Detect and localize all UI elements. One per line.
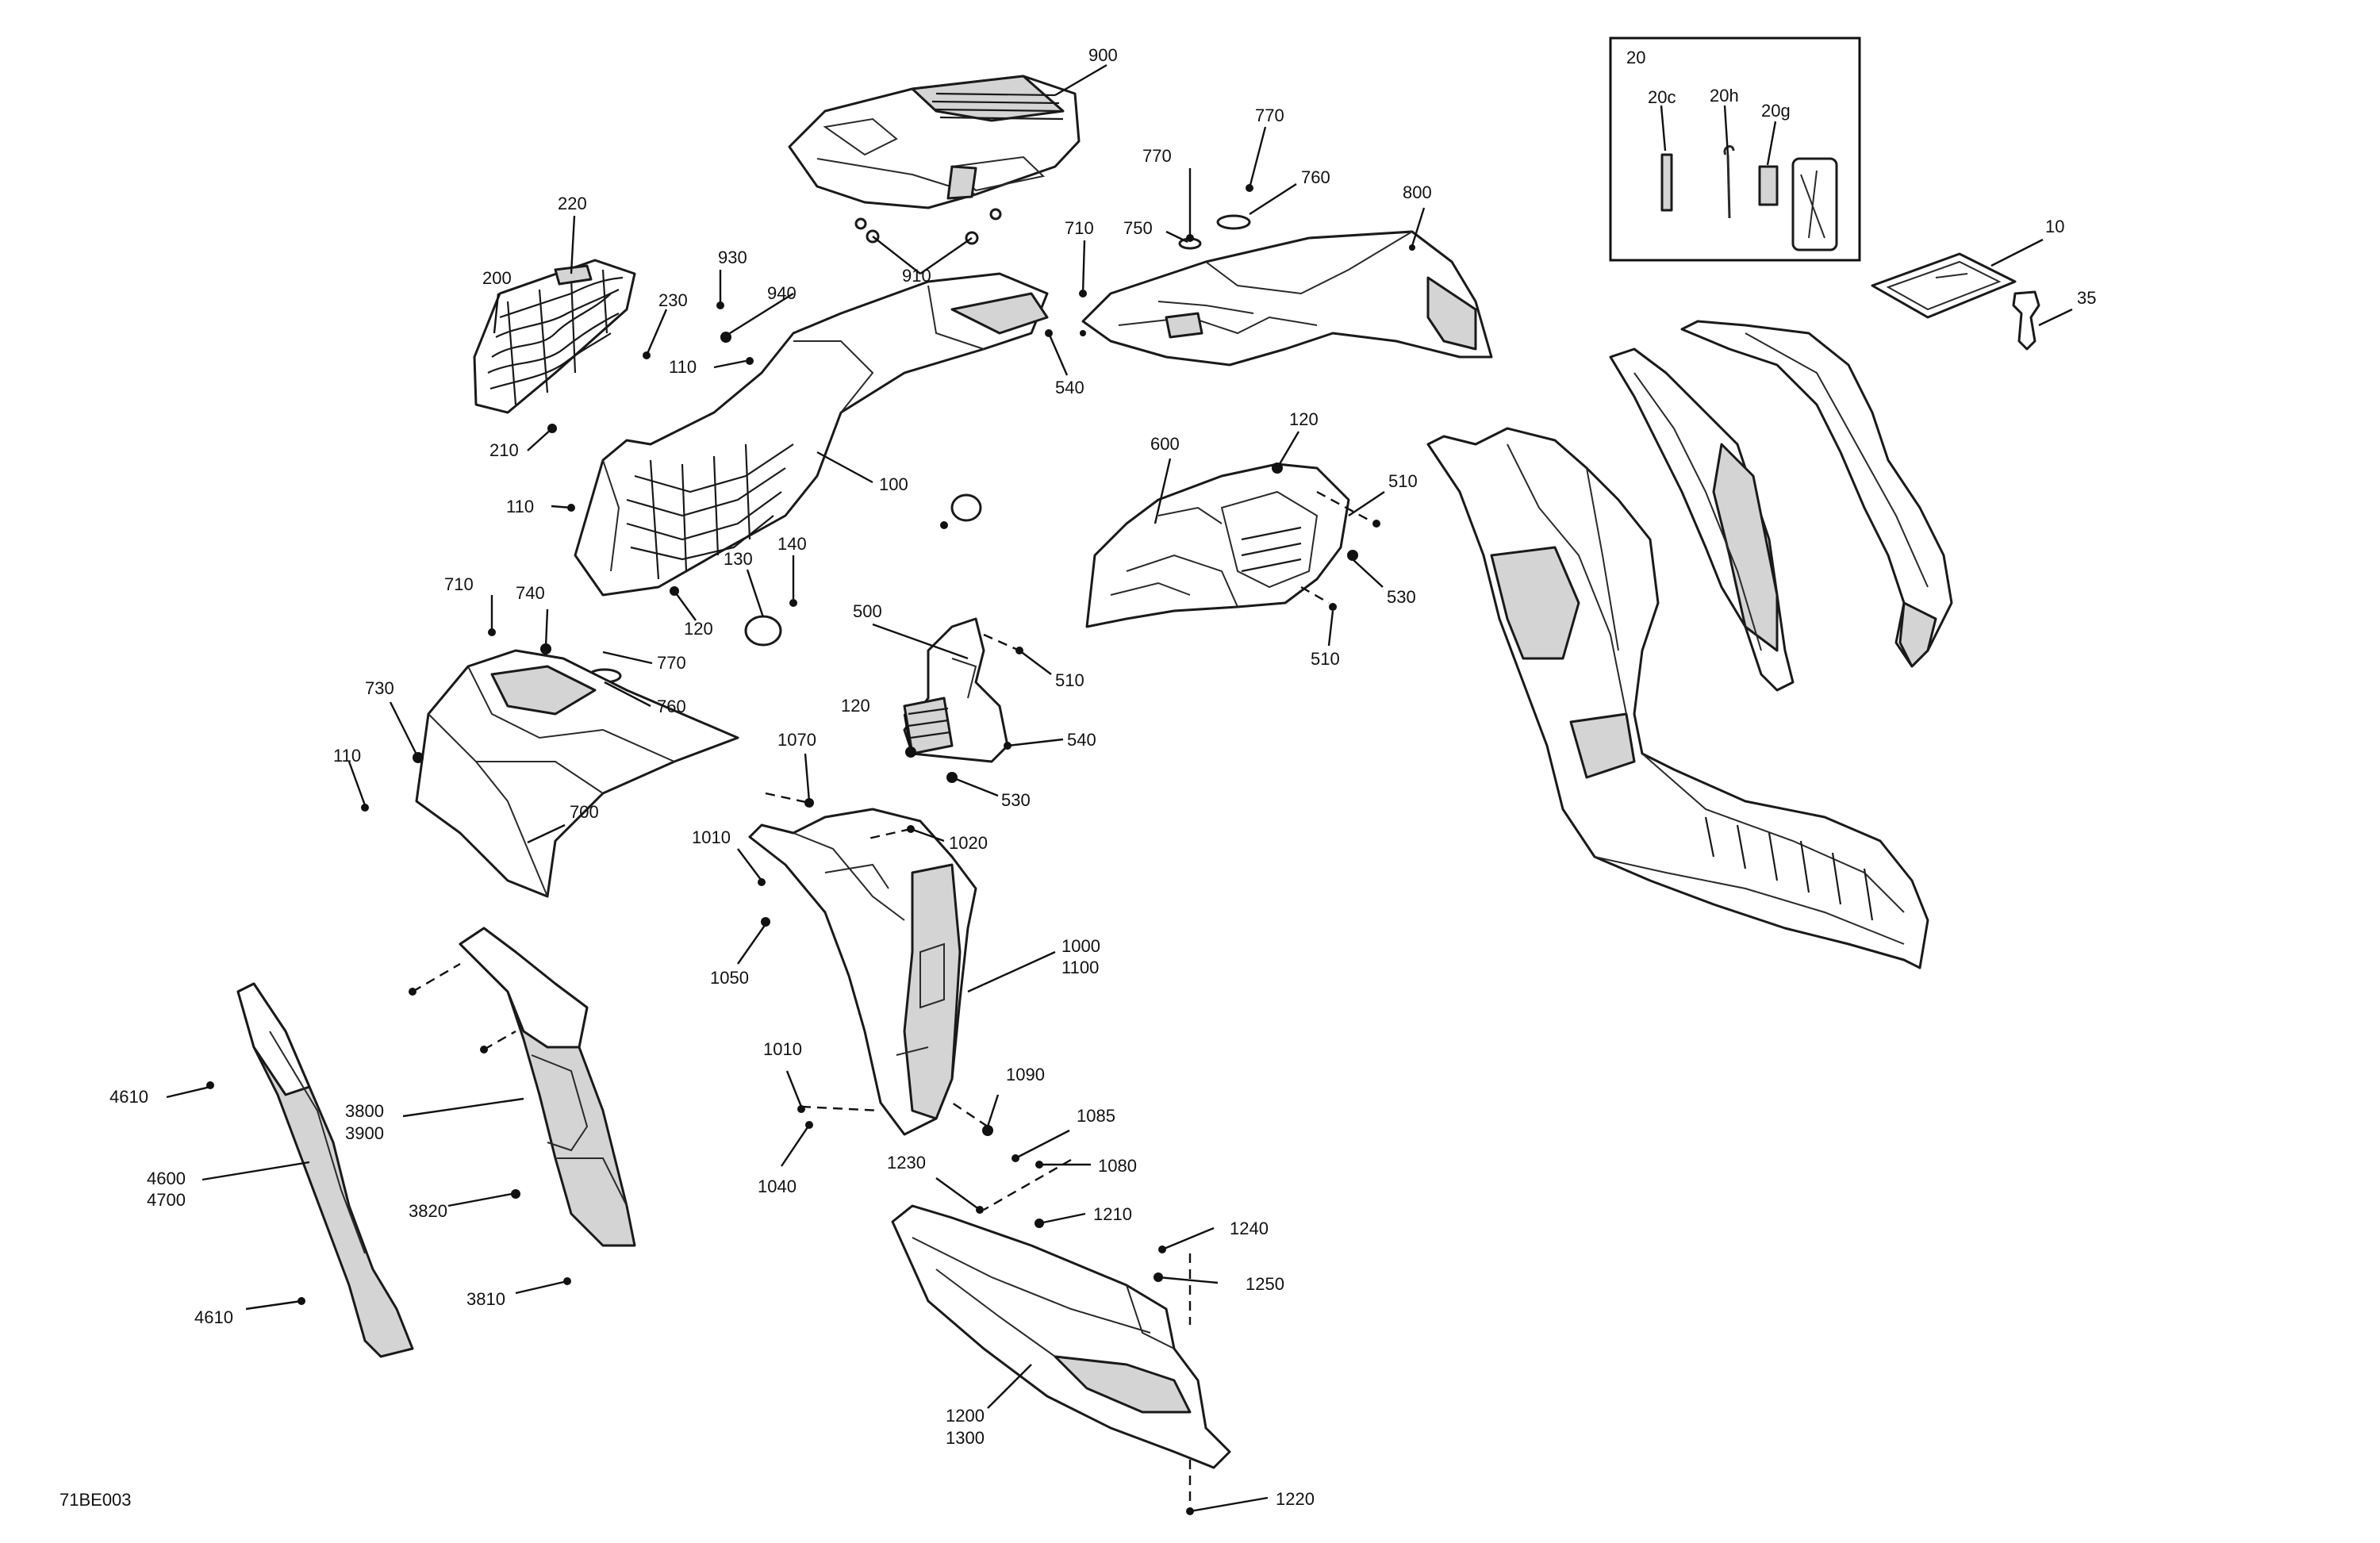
label-130: 130 [724, 549, 753, 569]
label-510-mid: 510 [1055, 670, 1084, 690]
part-200-front-grille [473, 259, 636, 414]
label-750: 750 [1123, 218, 1153, 238]
label-3820: 3820 [409, 1201, 447, 1221]
label-4610-upper: 4610 [109, 1087, 148, 1107]
label-3900: 3900 [345, 1123, 384, 1143]
drawing-code: 71BE003 [60, 1490, 132, 1510]
label-1010-lower: 1010 [763, 1039, 802, 1059]
label-1010-upper: 1010 [692, 827, 731, 847]
part-700-side-panel [415, 649, 739, 898]
part-600-rear-frame [1085, 463, 1350, 628]
label-20: 20 [1626, 48, 1645, 67]
label-510-lower: 510 [1311, 649, 1340, 669]
label-4600: 4600 [147, 1169, 186, 1188]
label-700: 700 [570, 802, 599, 822]
label-10: 10 [2045, 217, 2064, 236]
part-4600-side-rail [236, 982, 414, 1358]
label-1085: 1085 [1077, 1106, 1115, 1126]
label-1080: 1080 [1098, 1156, 1137, 1176]
tool-kit-box [1609, 36, 1861, 262]
label-710-left: 710 [444, 574, 474, 594]
label-710-top: 710 [1065, 218, 1094, 238]
label-20c: 20c [1648, 87, 1676, 107]
label-120-mid: 120 [841, 696, 870, 716]
label-910: 910 [902, 266, 931, 286]
part-3800-rear-pillar [459, 927, 636, 1247]
label-110-mid: 110 [506, 497, 534, 516]
label-770-left: 770 [657, 653, 686, 673]
label-900: 900 [1088, 45, 1118, 65]
label-1220: 1220 [1276, 1489, 1315, 1509]
part-500-bracket [903, 617, 1009, 763]
part-220-clip [554, 264, 593, 286]
label-4700: 4700 [147, 1190, 186, 1210]
label-120-right: 120 [1289, 409, 1319, 429]
label-20h: 20h [1710, 86, 1739, 106]
label-1230: 1230 [887, 1153, 926, 1173]
label-530-right: 530 [1387, 587, 1416, 607]
label-1100: 1100 [1061, 958, 1099, 977]
label-540-top: 540 [1055, 378, 1084, 397]
label-540-mid: 540 [1067, 730, 1096, 750]
label-35: 35 [2077, 288, 2096, 308]
label-800: 800 [1403, 182, 1432, 202]
part-100-front-fascia [574, 272, 1049, 597]
label-530-mid: 530 [1001, 790, 1031, 810]
label-1250: 1250 [1246, 1274, 1284, 1294]
label-1000: 1000 [1061, 936, 1100, 956]
part-20c-fuse [1660, 153, 1673, 212]
label-20g: 20g [1761, 101, 1791, 121]
label-1070: 1070 [777, 730, 816, 750]
label-1090: 1090 [1006, 1065, 1045, 1084]
assembly-dash-lines [412, 490, 1373, 1503]
part-35-wrench [2012, 290, 2040, 351]
part-800-rear-cover [1081, 230, 1493, 367]
tool-kit-pouch [1791, 157, 1838, 251]
label-770-top-left: 770 [1142, 146, 1172, 166]
label-100: 100 [879, 474, 908, 494]
label-1020: 1020 [949, 833, 988, 853]
label-1240: 1240 [1230, 1219, 1269, 1238]
label-110-top: 110 [669, 357, 697, 377]
part-910-fasteners [854, 208, 1002, 245]
label-1300: 1300 [946, 1428, 985, 1448]
label-600: 600 [1150, 434, 1180, 454]
label-140: 140 [777, 534, 807, 554]
part-1000-door-panel [748, 808, 977, 1136]
label-930: 930 [718, 248, 747, 267]
label-200: 200 [482, 268, 512, 288]
label-740: 740 [516, 583, 545, 603]
label-1040: 1040 [758, 1176, 797, 1196]
label-1210: 1210 [1093, 1204, 1132, 1224]
label-760-top: 760 [1301, 167, 1330, 187]
label-3810: 3810 [466, 1289, 505, 1309]
label-4610-lower: 4610 [194, 1307, 233, 1327]
part-900-vent-cover [788, 75, 1081, 209]
part-20h-hook-tool [1723, 145, 1735, 219]
label-120-left: 120 [684, 619, 713, 639]
label-500: 500 [853, 601, 882, 621]
leader-lines [166, 63, 2073, 1513]
label-510-upper: 510 [1388, 471, 1418, 491]
side-fender-middle [1609, 347, 1795, 692]
part-1200-rocker-panel [891, 1204, 1231, 1469]
label-1050: 1050 [710, 968, 749, 988]
label-110-left: 110 [333, 746, 361, 766]
part-20g-spark-tool [1758, 165, 1779, 206]
side-fender-rear [1680, 320, 1953, 668]
fastener-dots [206, 184, 1415, 1515]
label-230: 230 [658, 290, 688, 310]
label-940: 940 [767, 283, 797, 303]
label-760-left: 760 [657, 697, 686, 716]
label-210: 210 [489, 440, 519, 460]
side-frame-assembly [1426, 427, 1929, 969]
label-220: 220 [558, 194, 587, 213]
label-730: 730 [365, 678, 394, 698]
label-770-top-right: 770 [1255, 106, 1284, 125]
label-1200: 1200 [946, 1406, 985, 1426]
part-labels: 900 910 220 200 230 210 930 940 110 540 … [60, 45, 2096, 1510]
label-3800: 3800 [345, 1101, 384, 1121]
part-10-manual [1871, 252, 2017, 319]
